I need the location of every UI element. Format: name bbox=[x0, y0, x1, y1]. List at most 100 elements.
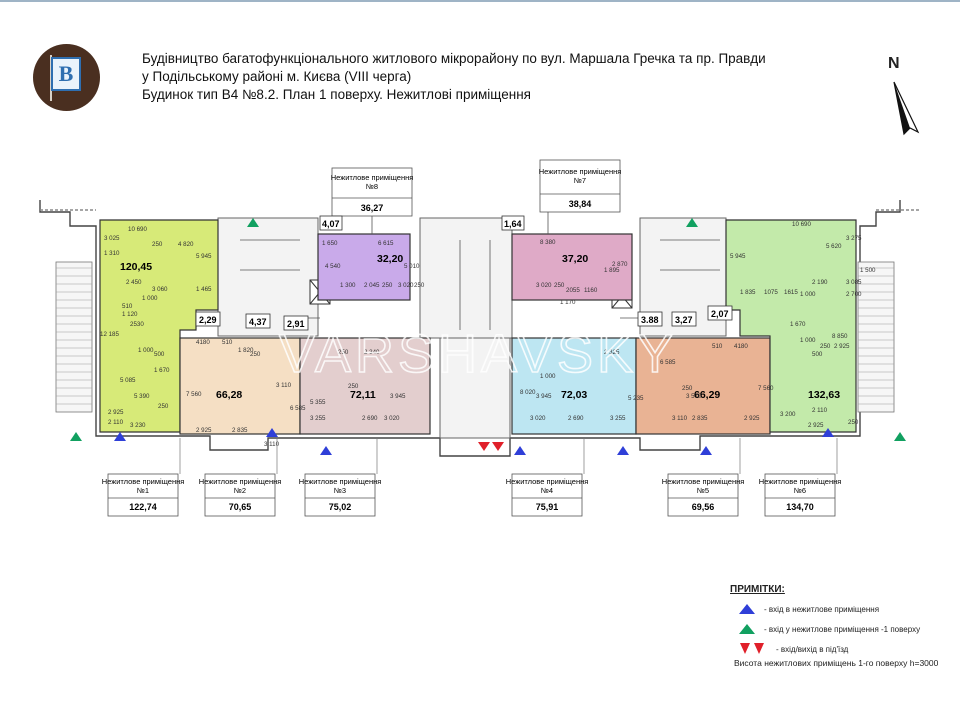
top-callout-7-label-a: Нежитлове приміщення bbox=[539, 167, 622, 176]
dimension-label: 1 670 bbox=[154, 367, 170, 374]
room-1-area: 120,45 bbox=[120, 261, 152, 273]
legend-item-basement-entry-text: - вхід у нежитлове приміщення -1 поверху bbox=[764, 624, 921, 634]
dimension-label: 1 835 bbox=[740, 289, 756, 296]
dimension-label: 1 820 bbox=[238, 347, 254, 354]
dimension-label: 3 945 bbox=[536, 393, 552, 400]
developer-logo: B bbox=[33, 44, 100, 111]
dimension-label: 5 085 bbox=[120, 377, 136, 384]
dimension-label: 2 835 bbox=[232, 427, 248, 434]
dimension-label: 250 bbox=[414, 282, 425, 289]
dimension-label: 6 615 bbox=[378, 240, 394, 247]
green-triangle-icon bbox=[739, 624, 755, 634]
dimension-label: 250 bbox=[152, 241, 163, 248]
dimension-label: 2 325 bbox=[604, 349, 620, 356]
blue-triangle-icon bbox=[739, 604, 755, 614]
height-note: Висота нежитлових приміщень 1-го поверху… bbox=[734, 658, 939, 668]
dimension-label: 3 060 bbox=[152, 286, 168, 293]
title-line-1: Будівництво багатофункціонального житлов… bbox=[142, 51, 766, 66]
logo-flag: B bbox=[51, 57, 81, 91]
room-1 bbox=[99, 219, 219, 433]
legend-item-basement-entry: - вхід у нежитлове приміщення -1 поверху bbox=[730, 619, 950, 639]
red-double-triangle-icon bbox=[740, 643, 764, 654]
bottom-callout-area: 122,74 bbox=[129, 502, 157, 512]
bottom-callout-area: 70,65 bbox=[229, 502, 252, 512]
dimension-label: 3 945 bbox=[390, 393, 406, 400]
small-area-boxes: 2,29 4,37 2,91 3.88 3,27 2,07 bbox=[195, 305, 733, 331]
dimension-label: 3 200 bbox=[780, 411, 796, 418]
room-5-area: 66,29 bbox=[694, 389, 720, 401]
dimension-label: 3 255 bbox=[610, 415, 626, 422]
page-title: Будівництво багатофункціонального житлов… bbox=[142, 50, 872, 104]
green-triangle-icon bbox=[686, 218, 698, 227]
dimension-label: 6 585 bbox=[290, 405, 306, 412]
dimension-label: 3 275 bbox=[846, 235, 862, 242]
blue-triangle-icon bbox=[514, 446, 526, 455]
blue-triangle-icon bbox=[266, 428, 278, 437]
dimension-label: 3 110 bbox=[276, 382, 292, 389]
dimension-label: 8 850 bbox=[832, 333, 848, 340]
dimension-label: 250 bbox=[554, 282, 565, 289]
dimension-label: 1 000 bbox=[142, 295, 158, 302]
bottom-callout-area: 134,70 bbox=[786, 502, 814, 512]
dimension-label: 2 925 bbox=[744, 415, 760, 422]
dimension-label: 250 bbox=[348, 383, 359, 390]
bottom-callout-area: 75,02 bbox=[329, 502, 352, 512]
dimension-label: 2 700 bbox=[846, 291, 862, 298]
left-stair bbox=[55, 261, 93, 413]
dimension-label: 1 170 bbox=[560, 299, 576, 306]
dimension-label: 250 bbox=[338, 349, 349, 356]
top-callout-7-label-b: №7 bbox=[574, 176, 586, 185]
dimension-label: 2 925 bbox=[196, 427, 212, 434]
title-line-3: Будинок тип В4 №8.2. План 1 поверху. Неж… bbox=[142, 87, 531, 102]
dimension-label: 3 020 bbox=[536, 282, 552, 289]
dimension-label: 1 120 bbox=[122, 311, 138, 318]
left-stair-steps bbox=[56, 267, 92, 405]
dimension-label: 4180 bbox=[734, 343, 748, 350]
dimension-label: 2 110 bbox=[108, 419, 124, 426]
dimension-label: 1 310 bbox=[104, 250, 120, 257]
dimension-label: 500 bbox=[154, 351, 165, 358]
dimension-label: 2 045 bbox=[364, 282, 380, 289]
dimension-label: 8 020 bbox=[520, 389, 536, 396]
dimension-label: 5 945 bbox=[730, 253, 746, 260]
top-border-line bbox=[0, 0, 960, 2]
dimension-label: 1 500 bbox=[860, 267, 876, 274]
dimension-label: 3 255 bbox=[310, 415, 326, 422]
dimension-label: 2 925 bbox=[108, 409, 124, 416]
legend: ПРИМІТКИ: - вхід в нежитлове приміщення … bbox=[730, 584, 950, 659]
dimension-label: 5 235 bbox=[628, 395, 644, 402]
dimension-label: 2 925 bbox=[808, 422, 824, 429]
floor-plan: 120,45 66,28 72,11 72,03 66,29 132,63 37… bbox=[39, 159, 920, 517]
room-3 bbox=[299, 337, 431, 435]
room-7-area: 37,20 bbox=[562, 253, 588, 265]
dimension-label: 250 bbox=[382, 282, 393, 289]
dimension-label: 1 000 bbox=[800, 291, 816, 298]
small-area-4: 3.88 bbox=[641, 315, 659, 325]
right-stair bbox=[857, 261, 895, 413]
building-outline bbox=[39, 200, 920, 457]
top-callout-8-area: 36,27 bbox=[361, 203, 384, 213]
legend-item-lobby-entry: - вхід/вихід в під'їзд bbox=[730, 639, 950, 659]
dimension-label: 3 230 bbox=[130, 422, 146, 429]
blue-triangle-icon bbox=[822, 428, 834, 437]
dimension-label: 4 540 bbox=[325, 263, 341, 270]
dimension-label: 250 bbox=[820, 343, 831, 350]
dimension-label: 3 570 bbox=[686, 393, 702, 400]
room-2-area: 66,28 bbox=[216, 389, 242, 401]
dimension-label: 5 620 bbox=[826, 243, 842, 250]
legend-heading: ПРИМІТКИ: bbox=[730, 584, 785, 595]
dimension-label: 510 bbox=[222, 339, 233, 346]
